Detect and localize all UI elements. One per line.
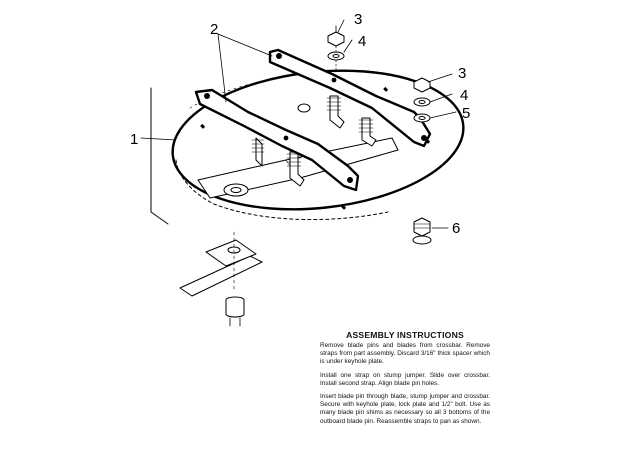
strap [268,48,432,148]
assembly-instructions: ASSEMBLY INSTRUCTIONS Remove blade pins … [320,330,490,431]
instructions-title: ASSEMBLY INSTRUCTIONS [346,330,464,340]
washer [327,51,345,61]
callout-2: 2 [210,21,218,38]
callout-6: 6 [452,220,460,237]
instructions-step-1: Remove blade pins and blades from crossb… [320,342,490,366]
blade [179,231,263,327]
callout-1: 1 [130,131,138,148]
callout-4: 4 [358,33,366,50]
instructions-step-2: Install one strap on stump jumper. Slide… [320,371,490,387]
washer [413,97,431,107]
leader-line [217,19,457,229]
blade-pin [358,117,377,147]
spacer [413,113,431,123]
bolt [412,217,432,245]
callout-4: 4 [460,87,468,104]
instructions-step-3: Insert blade pin through blade, stump ju… [320,393,490,425]
bracket-line [140,87,177,225]
blade-pin [251,137,265,167]
callout-3: 3 [458,65,466,82]
center-hole [297,103,311,113]
lock-nut [413,77,431,93]
callout-5: 5 [462,105,470,122]
lock-nut [327,25,345,47]
callout-3: 3 [354,11,362,28]
strap [194,88,360,192]
blade-pin [326,95,345,129]
